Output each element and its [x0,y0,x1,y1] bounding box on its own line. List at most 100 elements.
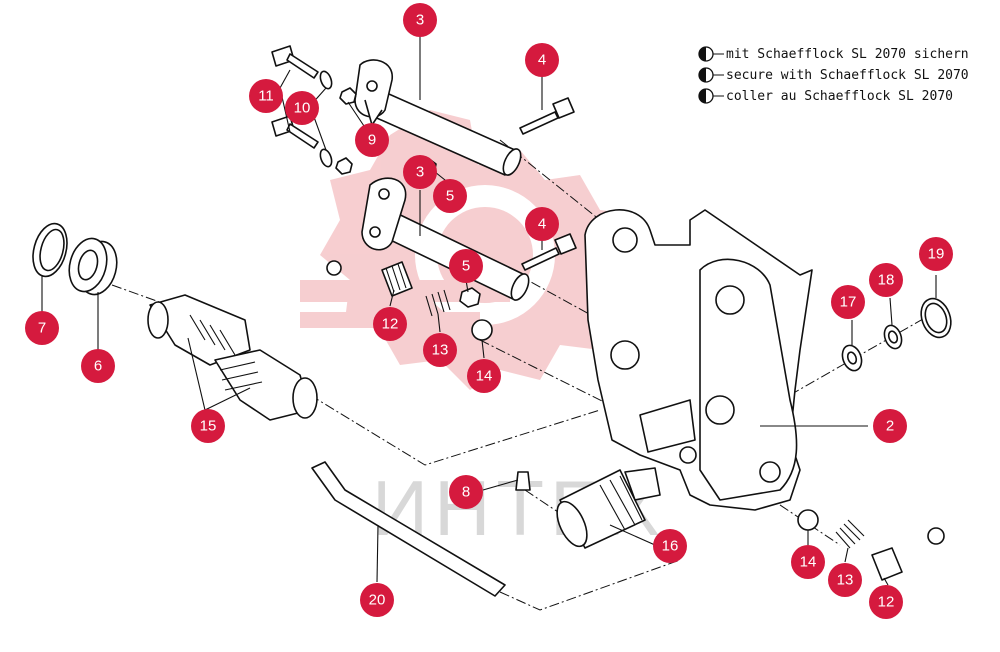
callout-number: 16 [662,538,679,555]
callout-circle [403,155,437,189]
callout-number: 14 [476,368,493,385]
callout-number: 17 [840,294,857,311]
half-circle-icon [698,46,714,62]
part-detent-upper [326,260,493,341]
part-washers-right [841,297,952,372]
callout-circle [873,409,907,443]
callout-number: 12 [878,594,895,611]
part-detent-lower [797,509,945,581]
callout-circle [525,43,559,77]
callout-number: 18 [878,272,895,289]
callout-number: 14 [800,554,817,571]
part-circlip-left [32,222,68,278]
callout-circle [449,475,483,509]
callout-number: 10 [294,100,311,117]
legend-line-en: secure with Schaefflock SL 2070 [726,68,969,83]
callout-circle [791,545,825,579]
callout-circle [919,237,953,271]
part-bolt-upper [519,97,575,135]
callout-number: 4 [538,52,546,69]
callout-number: 9 [368,132,376,149]
callout-13: 13 [423,333,457,367]
callout-13: 13 [828,563,862,597]
callout-circle [355,123,389,157]
callout-3: 3 [403,155,437,189]
callout-circle [467,359,501,393]
callout-5: 5 [433,179,467,213]
callout-circle [423,333,457,367]
callout-9: 9 [355,123,389,157]
callout-layer: 2 3 3 4 4 5 5 6 7 8 9 10 11 12 12 13 13 14 14 15 16 17 18 19 20 [25,3,953,619]
callout-number: 5 [462,258,470,275]
callout-circle [360,583,394,617]
half-circle-icon [698,67,714,83]
callout-19: 19 [919,237,953,271]
callout-circle [653,529,687,563]
part-lever-rod [311,461,506,597]
callout-circle [373,307,407,341]
callout-number: 3 [416,164,424,181]
callout-3: 3 [403,3,437,37]
legend-line-fr: coller au Schaefflock SL 2070 [726,89,953,104]
callout-number: 20 [369,592,386,609]
callout-circle [449,249,483,283]
callout-11: 11 [249,79,283,113]
callout-7: 7 [25,311,59,345]
legend-symbols [698,46,724,104]
callout-number: 2 [886,418,894,435]
callout-20: 20 [360,583,394,617]
part-screws-flange [271,45,357,175]
callout-number: 11 [258,88,274,105]
callout-number: 15 [200,418,217,435]
callout-circle [433,179,467,213]
part-pin-upper [354,59,522,176]
callout-number: 12 [382,316,399,333]
callout-6: 6 [81,349,115,383]
callout-8: 8 [449,475,483,509]
half-circle-icon [698,88,714,104]
callout-circle [869,585,903,619]
part-main-housing [584,209,813,511]
callout-16: 16 [653,529,687,563]
callout-14: 14 [791,545,825,579]
callout-circle [869,263,903,297]
callout-17: 17 [831,285,865,319]
callout-number: 13 [432,342,449,359]
part-nut-lower [459,287,481,308]
callout-number: 19 [928,246,945,263]
part-gear-shaft [556,467,661,549]
leader-lines [41,36,937,586]
callout-12: 12 [373,307,407,341]
callout-number: 8 [462,484,470,501]
callout-12: 12 [869,585,903,619]
callout-number: 4 [538,216,546,233]
part-lock-slides [147,294,318,421]
callout-circle [525,207,559,241]
callout-2: 2 [873,409,907,443]
callout-4: 4 [525,43,559,77]
callout-circle [249,79,283,113]
callout-5: 5 [449,249,483,283]
callout-4: 4 [525,207,559,241]
part-bolt-lower [521,233,577,271]
callout-circle [828,563,862,597]
legend-line-de: mit Schaefflock SL 2070 sichern [726,47,969,62]
callout-number: 3 [416,12,424,29]
callout-14: 14 [467,359,501,393]
part-bushing-left [68,237,118,296]
callout-circle [403,3,437,37]
callout-circle [831,285,865,319]
callout-number: 6 [94,358,102,375]
callout-circle [81,349,115,383]
callout-number: 7 [38,320,46,337]
callout-circle [25,311,59,345]
callout-number: 13 [837,572,854,589]
callout-18: 18 [869,263,903,297]
callout-circle [285,91,319,125]
callout-number: 5 [446,188,454,205]
callout-circle [191,409,225,443]
part-grease-nipple [515,471,531,491]
callout-10: 10 [285,91,319,125]
